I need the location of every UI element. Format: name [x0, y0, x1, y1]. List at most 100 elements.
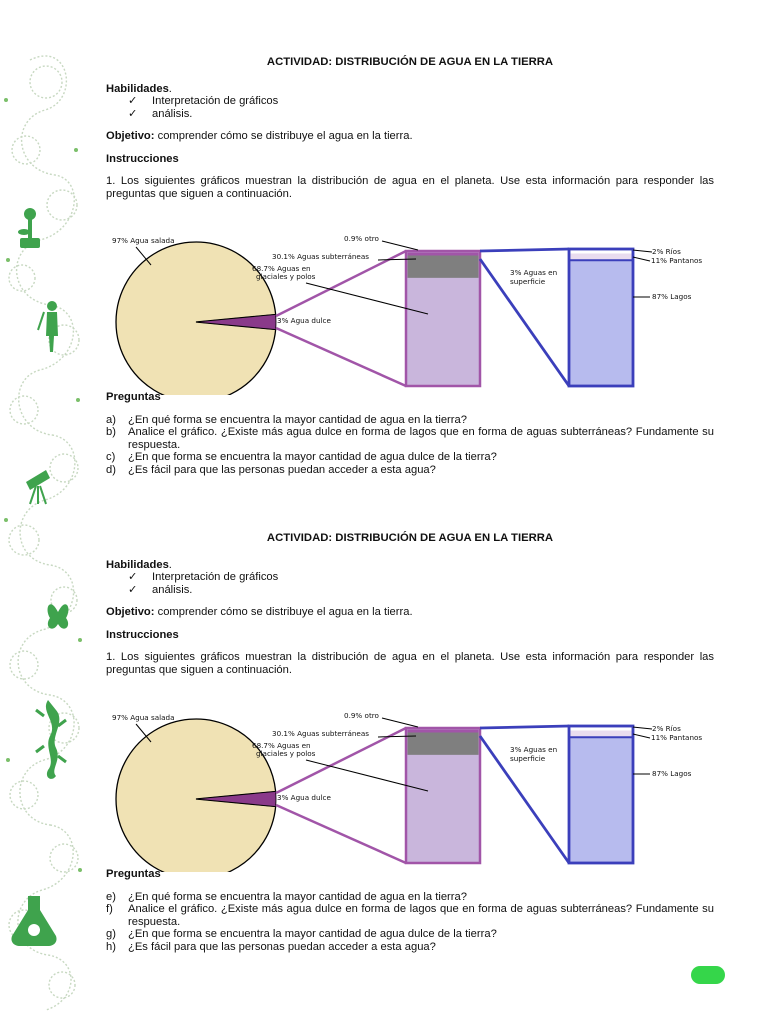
- skill-item: ✓análisis.: [128, 583, 193, 596]
- skills-list: ✓Interpretación de gráficos ✓análisis.: [106, 571, 714, 596]
- label-lakes: 87% Lagos: [652, 292, 692, 301]
- checkmark-icon: ✓: [128, 107, 138, 120]
- pie-slice-fresh-water: [195, 314, 277, 330]
- leader-groundwater: [377, 258, 417, 261]
- activity-title: ACTIVIDAD: DISTRIBUCIÓN DE AGUA EN LA TI…: [266, 532, 554, 544]
- label-surface-1: 3% Aguas en: [510, 268, 557, 277]
- lizard-icon: [35, 700, 67, 779]
- leader-swamps: [632, 733, 651, 739]
- connector2-top: [479, 247, 570, 253]
- instructions-label: Instrucciones: [106, 628, 179, 641]
- questions-label: Preguntas: [106, 868, 161, 880]
- label-rivers: 2% Ríos: [652, 247, 681, 256]
- leader-other: [381, 717, 419, 728]
- connector2-top: [479, 724, 570, 730]
- questions-list: a)¿En qué forma se encuentra la mayor ca…: [106, 414, 714, 477]
- leader-glaciers: [305, 282, 429, 315]
- bar-segment-other: [407, 252, 479, 256]
- pie-slice-salt-water: [115, 718, 277, 880]
- questions-section-1: Preguntas a)¿En qué forma se encuentra l…: [106, 391, 714, 476]
- questions-list: e)¿En qué forma se encuentra la mayor ca…: [106, 891, 714, 954]
- question-item: c)¿En que forma se encuentra la mayor ca…: [106, 451, 497, 463]
- connector2-bottom: [478, 258, 571, 387]
- bar-segment-swamps: [570, 730, 632, 738]
- question-item: b)Analice el gráfico. ¿Existe más agua d…: [106, 426, 714, 451]
- connector-bottom: [275, 326, 407, 388]
- flower-icon: [18, 208, 40, 248]
- label-glaciers-2: glaciales y polos: [256, 272, 316, 281]
- label-surface-2: superficie: [510, 754, 546, 763]
- connector-bottom: [275, 803, 407, 865]
- label-fresh-water: 3% Agua dulce: [277, 793, 331, 802]
- leader-glaciers: [305, 759, 429, 792]
- label-surface-1: 3% Aguas en: [510, 745, 557, 754]
- water-distribution-chart-2: 97% Agua salada 3% Agua dulce 0.9% otro 30.…: [106, 692, 714, 880]
- label-groundwater: 30.1% Aguas subterráneas: [272, 252, 369, 261]
- leader-other: [381, 240, 419, 251]
- question-item: e)¿En qué forma se encuentra la mayor ca…: [106, 890, 467, 903]
- leader-rivers: [632, 249, 653, 253]
- label-salt-water: 97% Agua salada: [112, 236, 175, 245]
- activity-title: ACTIVIDAD: DISTRIBUCIÓN DE AGUA EN LA TI…: [266, 56, 554, 68]
- skills-label: Habilidades: [106, 82, 169, 95]
- label-glaciers-1: 68.7% Aguas en: [252, 741, 311, 750]
- objective-line: Objetivo: comprender cómo se distribuye …: [106, 606, 413, 618]
- label-glaciers-1: 68.7% Aguas en: [252, 264, 311, 273]
- chart-svg: 97% Agua salada 3% Agua dulce 0.9% otro 30.…: [112, 711, 702, 880]
- surface-water-bar: [567, 247, 635, 388]
- skill-item: ✓Interpretación de gráficos: [128, 95, 279, 107]
- leader-rivers: [632, 726, 653, 730]
- question-item: a)¿En qué forma se encuentra la mayor ca…: [106, 413, 467, 426]
- label-swamps: 11% Pantanos: [651, 733, 702, 742]
- questions-label: Preguntas: [106, 391, 161, 403]
- skills-label: Habilidades: [106, 558, 169, 571]
- butterfly-icon: [47, 604, 69, 629]
- leader-swamps: [632, 256, 651, 262]
- telescope-icon: [26, 470, 50, 505]
- leader-salt-water: [135, 723, 152, 743]
- question-item: d)¿Es fácil para que las personas puedan…: [106, 463, 436, 476]
- checkmark-icon: ✓: [128, 583, 138, 596]
- connector2-bottom: [478, 735, 571, 864]
- connector-top: [275, 726, 407, 795]
- checkmark-icon: ✓: [128, 95, 138, 107]
- leader-groundwater: [377, 735, 417, 738]
- label-surface-2: superficie: [510, 277, 546, 286]
- label-other: 0.9% otro: [344, 711, 379, 720]
- label-groundwater: 30.1% Aguas subterráneas: [272, 729, 369, 738]
- label-glaciers-2: glaciales y polos: [256, 749, 316, 758]
- label-salt-water: 97% Agua salada: [112, 713, 175, 722]
- instructions-text: 1. Los siguientes gráficos muestran la d…: [106, 175, 714, 200]
- activity-section-1: ACTIVIDAD: DISTRIBUCIÓN DE AGUA EN LA TI…: [106, 56, 714, 200]
- label-fresh-water: 3% Agua dulce: [277, 316, 331, 325]
- skills-list: ✓Interpretación de gráficos ✓análisis.: [106, 95, 714, 120]
- bar-segment-rivers: [570, 727, 632, 731]
- label-other: 0.9% otro: [344, 234, 379, 243]
- question-item: f)Analice el gráfico. ¿Existe más agua d…: [106, 903, 714, 928]
- objective-line: Objetivo: comprender cómo se distribuye …: [106, 130, 413, 142]
- chart-svg: 97% Agua salada 3% Agua dulce 0.9% otro 30.…: [112, 234, 702, 403]
- bar-segment-rivers: [570, 250, 632, 254]
- activity-section-2: ACTIVIDAD: DISTRIBUCIÓN DE AGUA EN LA TI…: [106, 532, 714, 676]
- bar-segment-groundwater: [407, 255, 479, 278]
- bar-segment-groundwater: [407, 732, 479, 755]
- instructions-label: Instrucciones: [106, 152, 179, 165]
- instructions-text: 1. Los siguientes gráficos muestran la d…: [106, 651, 714, 676]
- bar-segment-other: [407, 729, 479, 733]
- flask-icon: [11, 896, 57, 946]
- label-swamps: 11% Pantanos: [651, 256, 702, 265]
- question-item: g)¿En que forma se encuentra la mayor ca…: [106, 928, 497, 940]
- checkmark-icon: ✓: [128, 571, 138, 583]
- connector-top: [275, 249, 407, 318]
- pie-slice-salt-water: [115, 241, 277, 403]
- label-lakes: 87% Lagos: [652, 769, 692, 778]
- water-distribution-chart-1: 97% Agua salada 3% Agua dulce 0.9% otro 30.…: [106, 215, 714, 403]
- questions-section-2: Preguntas e)¿En qué forma se encuentra l…: [106, 868, 714, 953]
- leader-salt-water: [135, 246, 152, 266]
- pie-slice-fresh-water: [195, 791, 277, 807]
- bar-segment-swamps: [570, 253, 632, 261]
- decorative-sidebar: [4, 55, 82, 1011]
- label-rivers: 2% Ríos: [652, 724, 681, 733]
- skill-item: ✓Interpretación de gráficos: [128, 571, 279, 583]
- question-item: h)¿Es fácil para que las personas puedan…: [106, 940, 436, 953]
